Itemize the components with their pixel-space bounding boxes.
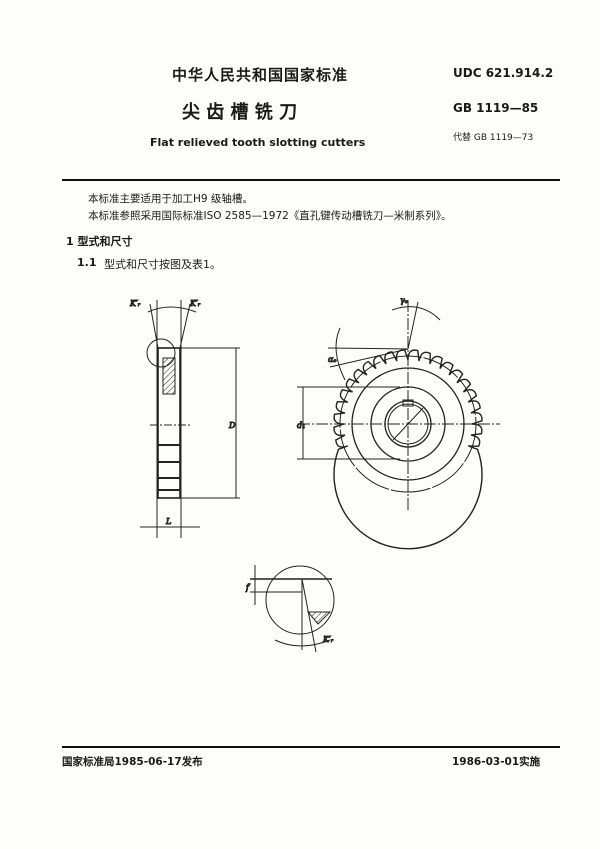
rake-angle-label: γₒ bbox=[400, 296, 408, 305]
kr-detail-label: K′ᵣ bbox=[322, 635, 334, 644]
section-text-1-1: 型式和尺寸按图及表1。 bbox=[104, 258, 221, 271]
kr-left-label: K′ᵣ bbox=[129, 299, 141, 308]
hub-diameter-label: d₁ bbox=[297, 421, 305, 430]
kr-right-label: K′ᵣ bbox=[189, 299, 201, 308]
intro-paragraph-2: 本标准参照采用国际标准ISO 2585—1972《直孔键传动槽铣刀—米制系列》。 bbox=[88, 210, 452, 222]
doc-title-en: Flat relieved tooth slotting cutters bbox=[150, 136, 366, 149]
intro-paragraph-1: 本标准主要适用于加工H9 级轴槽。 bbox=[88, 193, 253, 205]
diameter-label: D bbox=[228, 421, 236, 430]
org-title: 中华人民共和国国家标准 bbox=[172, 66, 349, 84]
udc-number: UDC 621.914.2 bbox=[453, 66, 554, 80]
footer-rule bbox=[62, 746, 560, 748]
standard-number: GB 1119—85 bbox=[453, 101, 539, 115]
length-label: L bbox=[165, 517, 171, 526]
issue-date: 国家标准局1985-06-17发布 bbox=[62, 756, 203, 768]
clearance-angle-label: αₒ bbox=[328, 355, 336, 364]
f-label: f bbox=[245, 583, 251, 592]
side-view bbox=[140, 300, 240, 538]
effective-date: 1986-03-01实施 bbox=[452, 756, 541, 768]
header-rule bbox=[62, 179, 560, 181]
front-view bbox=[297, 300, 500, 550]
section-number-1-1: 1.1 bbox=[77, 256, 97, 269]
section-heading-1: 1 型式和尺寸 bbox=[66, 235, 133, 248]
cutter-teeth-profile bbox=[333, 349, 483, 550]
doc-title-cn: 尖 齿 槽 铣 刀 bbox=[182, 102, 298, 123]
detail-view bbox=[250, 565, 335, 653]
replaces-note: 代替 GB 1119—73 bbox=[453, 133, 534, 143]
